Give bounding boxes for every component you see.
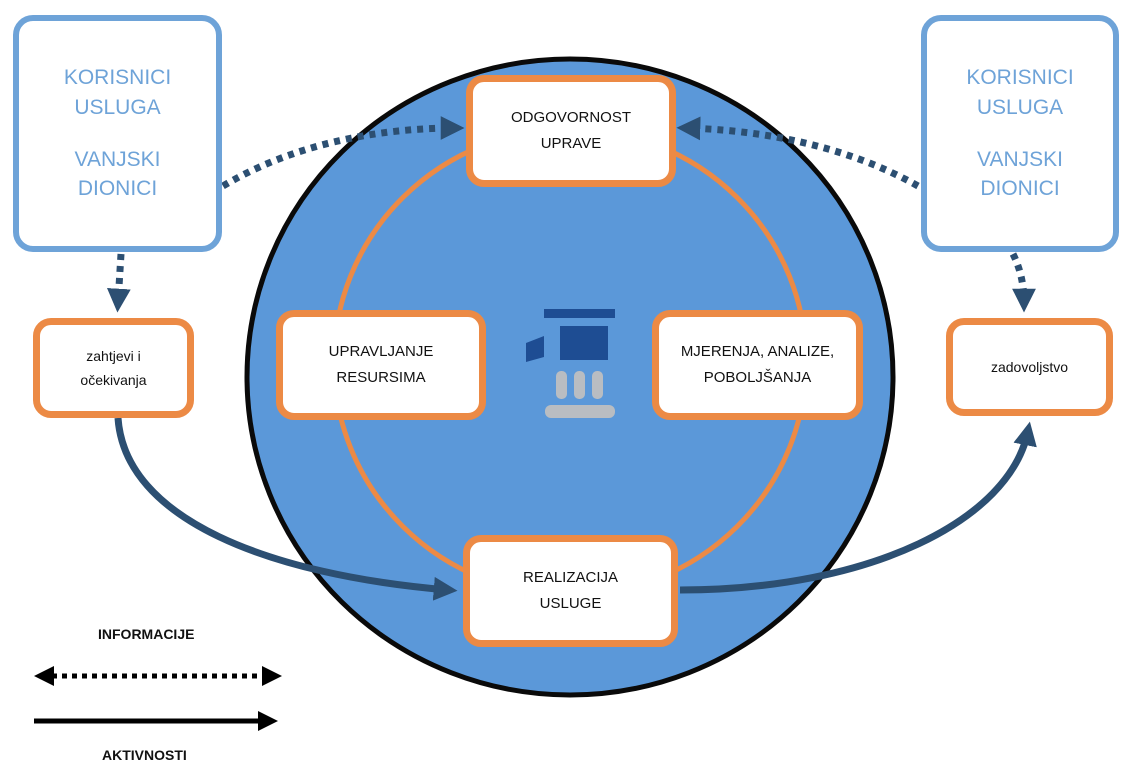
node-label: očekivanja: [80, 372, 147, 388]
stakeholder-label: VANJSKI: [977, 147, 1063, 171]
info-arrow-left: [221, 116, 465, 190]
node-satisfaction: zadovoljstvo: [946, 318, 1113, 416]
info-arrow-right: [676, 116, 920, 190]
legend-activities-label: AKTIVNOSTI: [102, 747, 187, 763]
stakeholder-label: KORISNICI: [63, 65, 172, 89]
node-label: UPRAVLJANJE: [328, 342, 434, 360]
stakeholder-label: KORISNICI: [966, 65, 1074, 89]
node-label: POBOLJŠANJA: [703, 369, 812, 386]
stakeholder-label: USLUGA: [74, 95, 161, 119]
stakeholders-box-right: KORISNICI USLUGA VANJSKI DIONICI: [921, 15, 1119, 252]
system-circle: [244, 56, 896, 698]
node-label: MJERENJA, ANALIZE,: [680, 342, 835, 360]
node-resource-management: UPRAVLJANJE RESURSIMA: [276, 310, 486, 420]
stakeholder-label: DIONICI: [77, 177, 158, 201]
activity-arrow-in: [114, 417, 458, 601]
stakeholder-label: VANJSKI: [74, 147, 161, 171]
institution-icon: [526, 309, 615, 418]
info-arrow-down-left: [106, 253, 131, 313]
node-management-responsibility: ODGOVORNOST UPRAVE: [466, 75, 676, 187]
node-label: zahtjevi i: [86, 347, 141, 364]
node-measurement-analysis: MJERENJA, ANALIZE, POBOLJŠANJA: [652, 310, 863, 420]
activity-arrow-out: [679, 421, 1037, 594]
node-label: UPRAVE: [540, 135, 602, 152]
stakeholders-box-left: KORISNICI USLUGA VANJSKI DIONICI: [13, 15, 222, 252]
node-label: RESURSIMA: [336, 369, 426, 386]
node-label: ODGOVORNOST: [510, 108, 631, 126]
node-requirements: zahtjevi i očekivanja: [33, 318, 194, 418]
stakeholder-label: DIONICI: [980, 177, 1060, 201]
node-service-realization: REALIZACIJA USLUGE: [463, 535, 678, 647]
node-label: REALIZACIJA: [522, 568, 619, 586]
node-label: USLUGE: [539, 595, 602, 612]
info-arrow-down-right: [1009, 252, 1036, 313]
node-label: zadovoljstvo: [990, 358, 1069, 375]
legend-information-label: INFORMACIJE: [98, 626, 195, 642]
stakeholder-label: USLUGA: [976, 95, 1064, 119]
